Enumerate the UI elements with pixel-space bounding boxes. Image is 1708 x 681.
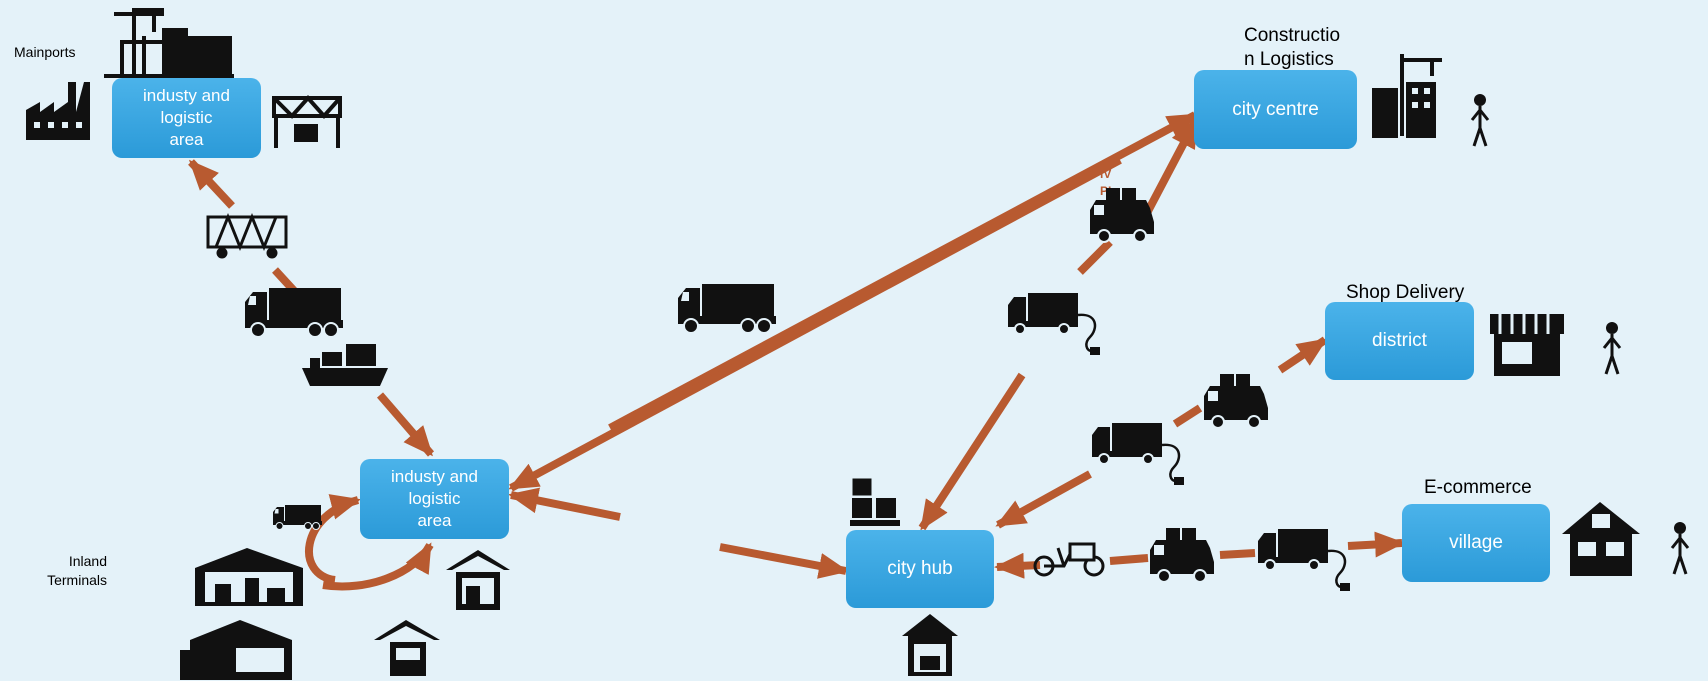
rail-wagon-icon [206,212,288,259]
arrow-district-dash [1172,404,1203,428]
arrow-inland-to-hub [719,543,849,579]
container-ship-icon [302,344,388,386]
arrow-ev-to-hub [918,372,1026,531]
arrow-rail-to-mainport [188,159,235,209]
arrow-inland-to-citycentre [608,111,1198,432]
factory-icon [26,82,90,140]
house-icon [1562,502,1640,576]
distribution-center-icon [180,620,292,680]
port-crane-icon [104,8,234,78]
node-village: village [1402,504,1550,582]
van-icon [1203,373,1269,429]
pallet-boxes-icon [850,477,900,526]
arrow-inland-loop-up [305,494,361,584]
label-fragment: iV PI [1100,167,1112,198]
electric-truck-icon [1006,291,1102,357]
arrow-ev-segment [1077,239,1113,275]
van-icon [1089,187,1155,243]
node-mainport-area: industy and logistic area [112,78,261,158]
arrow-inland-loop-down [322,542,434,591]
person-icon [1670,520,1690,576]
construction-site-icon [1372,54,1442,138]
node-city-hub: city hub [846,530,994,608]
truck-icon [677,283,777,334]
electric-truck-icon [1256,527,1352,593]
warehouse-icon [195,548,303,606]
arrow-to-village [1347,531,1405,558]
arrow-to-district [1277,336,1328,374]
truck-icon [244,287,344,338]
person-icon [1470,92,1490,148]
node-city-centre: city centre [1194,70,1357,149]
person-icon [1602,320,1622,376]
node-inland-area: industy and logistic area [360,459,509,539]
arrow-village-dash [1109,554,1149,565]
gantry-crane-icon [272,94,342,148]
arrow-to-hub-from-village [994,552,1041,579]
label-shop-delivery: Shop Delivery [1346,282,1465,303]
loading-dock-icon [446,550,510,610]
arrow-citycentre-to-inland [508,156,1122,492]
garage-truck-icon [374,620,440,676]
arrow-hub-to-inland [508,487,621,521]
small-truck-icon [272,504,323,530]
node-district: district [1325,302,1474,380]
label-construction-logistics: Constructio n Logistics [1244,25,1341,70]
shop-icon [1490,314,1564,376]
label-mainports: Mainports [14,44,76,60]
arrow-ship-to-inland [376,392,435,457]
label-inland-terminals: Inland Terminals [47,553,107,588]
hub-garage-icon [902,614,958,676]
van-icon [1149,527,1215,583]
electric-truck-icon [1090,421,1186,487]
label-ecommerce: E-commerce [1424,477,1532,498]
cargo-bike-icon [1033,542,1105,577]
arrow-to-hub-from-district [995,470,1092,529]
arrow-village-dash-2 [1219,549,1256,559]
